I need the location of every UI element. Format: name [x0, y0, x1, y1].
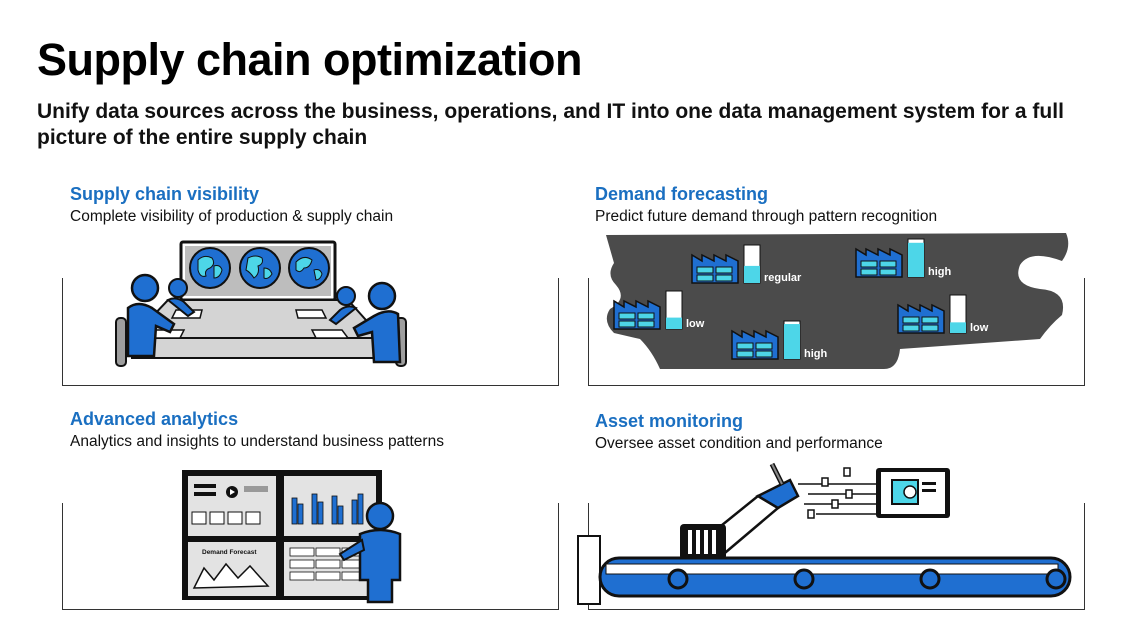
factory-1: regular — [691, 244, 802, 284]
page-subtitle: Unify data sources across the business, … — [37, 100, 1064, 149]
analytics-dashboard-illustration: Demand Forecast — [182, 470, 402, 604]
panel-analytics-description: Analytics and insights to understand bus… — [70, 433, 444, 450]
panel-analytics-title: Advanced analytics — [70, 409, 239, 429]
conveyor-monitoring-illustration — [577, 462, 1072, 605]
analyst-figure — [338, 501, 402, 604]
panel-visibility-frame — [62, 278, 559, 386]
meeting-room-illustration — [115, 240, 407, 367]
globe-icon — [239, 247, 281, 289]
panel-forecasting-frame — [588, 278, 1085, 386]
panel-analytics-header: Advanced analytics Analytics and insight… — [70, 408, 444, 452]
level-label: high — [804, 348, 827, 360]
factory-3: low — [613, 290, 705, 330]
level-gauge-fill — [784, 324, 800, 359]
factory-2: high — [855, 238, 951, 278]
panel-visibility-description: Complete visibility of production & supp… — [70, 208, 394, 225]
panel-visibility-title: Supply chain visibility — [70, 184, 260, 204]
level-gauge-fill — [744, 265, 760, 283]
factory-5: low — [897, 294, 989, 334]
page-title: Supply chain optimization — [37, 34, 583, 85]
level-label: low — [970, 322, 989, 334]
panel-analytics-frame — [62, 503, 559, 610]
level-gauge-fill — [666, 317, 682, 329]
panel-forecasting-header: Demand forecasting Predict future demand… — [595, 183, 937, 227]
panel-monitoring-title: Asset monitoring — [595, 411, 744, 431]
panel-monitoring-description: Oversee asset condition and performance — [595, 435, 883, 452]
panel-forecasting-description: Predict future demand through pattern re… — [595, 208, 938, 225]
level-gauge-fill — [908, 242, 924, 277]
panel-monitoring-header: Asset monitoring Oversee asset condition… — [595, 410, 883, 454]
level-label: low — [686, 318, 705, 330]
demand-map-illustration: regular high low high low — [606, 233, 1069, 369]
level-label: high — [928, 266, 951, 278]
panel-visibility-header: Supply chain visibility Complete visibil… — [70, 183, 393, 227]
demand-forecast-label: Demand Forecast — [202, 549, 257, 556]
globe-icon — [189, 247, 231, 289]
level-gauge-fill — [950, 322, 966, 333]
level-label: regular — [764, 272, 802, 284]
factory-4: high — [731, 320, 827, 360]
panel-forecasting-title: Demand forecasting — [595, 184, 769, 204]
engine-icon — [891, 479, 936, 505]
globe-icon — [288, 247, 330, 289]
